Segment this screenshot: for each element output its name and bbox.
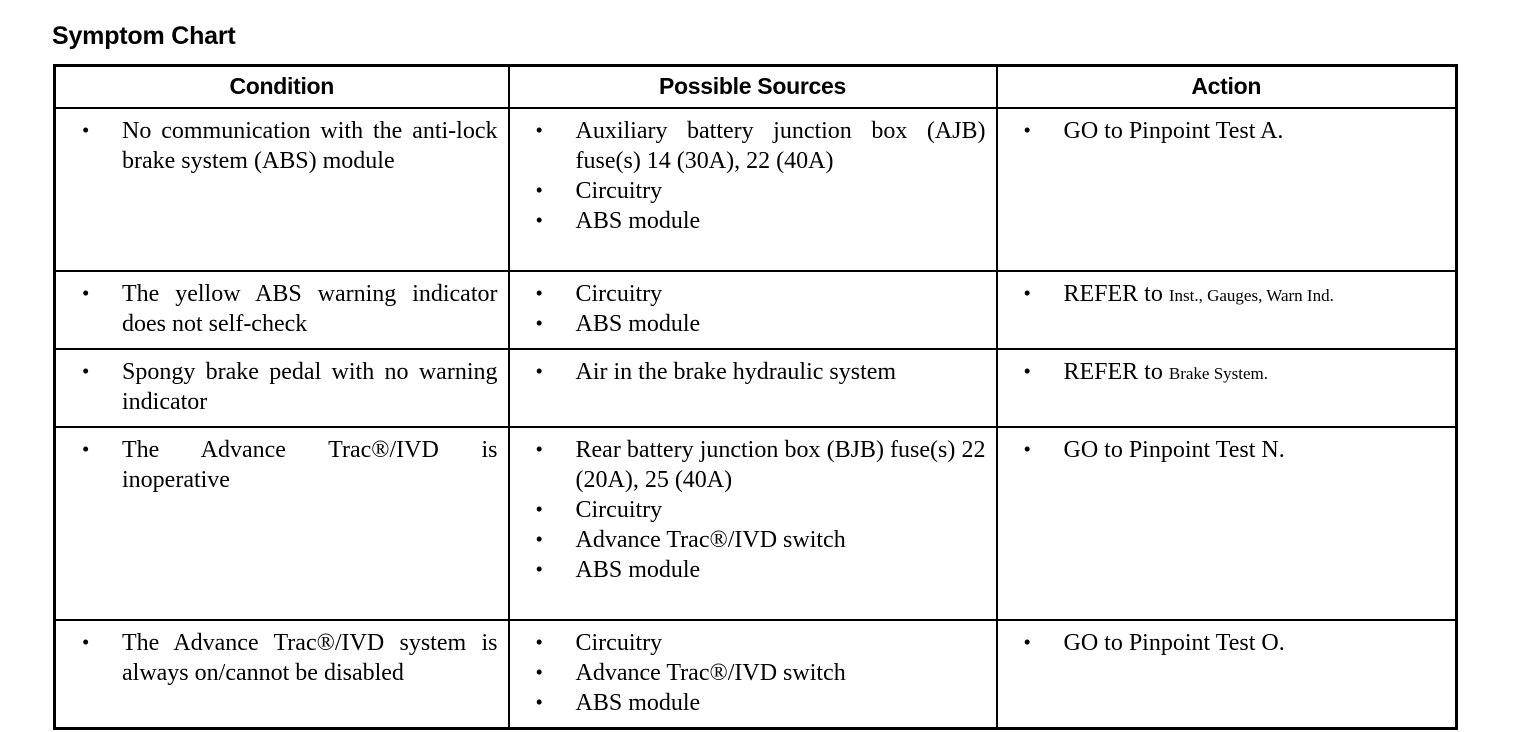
action-list: REFER to Brake System.: [1008, 356, 1446, 389]
list-item: ABS module: [520, 308, 986, 339]
cell-possible-sources: Air in the brake hydraulic system: [507, 348, 998, 428]
cell-action: GO to Pinpoint Test A.: [995, 107, 1458, 272]
list-item: GO to Pinpoint Test A.: [1008, 115, 1446, 148]
condition-list: The Advance Trac®/IVD system is always o…: [66, 627, 498, 688]
list-item: Air in the brake hydraulic system: [520, 356, 986, 387]
list-item: Circuitry: [520, 627, 986, 658]
action-list: GO to Pinpoint Test O.: [1008, 627, 1446, 660]
cell-action: REFER to Inst., Gauges, Warn Ind.: [995, 270, 1458, 350]
cell-action: REFER to Brake System.: [995, 348, 1458, 428]
list-item: ABS module: [520, 205, 986, 236]
table-row: The Advance Trac®/IVD system is always o…: [53, 619, 1458, 730]
column-header-possible-sources: Possible Sources: [507, 64, 998, 109]
list-item: Spongy brake pedal with no warning indic…: [66, 356, 498, 417]
list-item: No communication with the anti-lock brak…: [66, 115, 498, 176]
list-item: Advance Trac®/IVD switch: [520, 657, 986, 688]
sources-list: Air in the brake hydraulic system: [520, 356, 986, 387]
symptom-chart-table: Condition Possible Sources Action No com…: [53, 64, 1458, 730]
table-row: The Advance Trac®/IVD is inoperative Rea…: [53, 426, 1458, 621]
cell-condition: No communication with the anti-lock brak…: [53, 107, 510, 272]
column-header-action: Action: [995, 64, 1458, 109]
list-item: ABS module: [520, 554, 986, 585]
list-item: Circuitry: [520, 175, 986, 206]
condition-list: The yellow ABS warning indicator does no…: [66, 278, 498, 339]
sources-list: Auxiliary battery junction box (AJB) fus…: [520, 115, 986, 236]
cell-condition: The yellow ABS warning indicator does no…: [53, 270, 510, 350]
list-item: Circuitry: [520, 494, 986, 525]
list-item: GO to Pinpoint Test O.: [1008, 627, 1446, 660]
sources-list: Rear battery junction box (BJB) fuse(s) …: [520, 434, 986, 585]
page-title: Symptom Chart: [52, 22, 236, 50]
table-row: Spongy brake pedal with no warning indic…: [53, 348, 1458, 428]
list-item: ABS module: [520, 687, 986, 718]
cell-possible-sources: Rear battery junction box (BJB) fuse(s) …: [507, 426, 998, 621]
cell-condition: Spongy brake pedal with no warning indic…: [53, 348, 510, 428]
table-header-row: Condition Possible Sources Action: [53, 64, 1458, 109]
table-row: The yellow ABS warning indicator does no…: [53, 270, 1458, 350]
sources-list: Circuitry Advance Trac®/IVD switch ABS m…: [520, 627, 986, 718]
cell-condition: The Advance Trac®/IVD is inoperative: [53, 426, 510, 621]
condition-list: Spongy brake pedal with no warning indic…: [66, 356, 498, 417]
cell-condition: The Advance Trac®/IVD system is always o…: [53, 619, 510, 730]
cell-possible-sources: Circuitry ABS module: [507, 270, 998, 350]
cell-action: GO to Pinpoint Test N.: [995, 426, 1458, 621]
cell-possible-sources: Circuitry Advance Trac®/IVD switch ABS m…: [507, 619, 998, 730]
list-item: The Advance Trac®/IVD system is always o…: [66, 627, 498, 688]
action-list: GO to Pinpoint Test N.: [1008, 434, 1446, 467]
column-header-condition: Condition: [53, 64, 510, 109]
condition-list: No communication with the anti-lock brak…: [66, 115, 498, 176]
list-item: REFER to Brake System.: [1008, 356, 1446, 389]
list-item: Auxiliary battery junction box (AJB) fus…: [520, 115, 986, 176]
list-item: The Advance Trac®/IVD is inoperative: [66, 434, 498, 495]
action-list: REFER to Inst., Gauges, Warn Ind.: [1008, 278, 1446, 311]
list-item: Circuitry: [520, 278, 986, 309]
list-item: Advance Trac®/IVD switch: [520, 524, 986, 555]
cell-possible-sources: Auxiliary battery junction box (AJB) fus…: [507, 107, 998, 272]
table-row: No communication with the anti-lock brak…: [53, 107, 1458, 272]
sources-list: Circuitry ABS module: [520, 278, 986, 339]
action-list: GO to Pinpoint Test A.: [1008, 115, 1446, 148]
cell-action: GO to Pinpoint Test O.: [995, 619, 1458, 730]
list-item: GO to Pinpoint Test N.: [1008, 434, 1446, 467]
table-header: Condition Possible Sources Action: [53, 64, 1458, 109]
list-item: The yellow ABS warning indicator does no…: [66, 278, 498, 339]
list-item: REFER to Inst., Gauges, Warn Ind.: [1008, 278, 1446, 311]
list-item: Rear battery junction box (BJB) fuse(s) …: [520, 434, 986, 495]
condition-list: The Advance Trac®/IVD is inoperative: [66, 434, 498, 495]
table-body: No communication with the anti-lock brak…: [53, 107, 1458, 730]
